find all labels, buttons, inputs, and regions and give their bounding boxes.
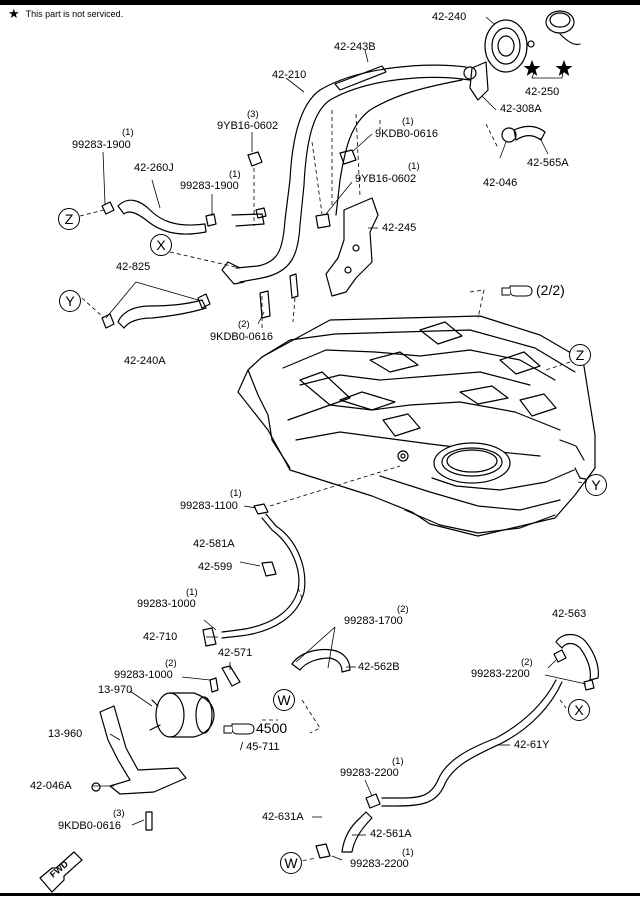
label-9kdb0-0616-b: 9KDB0-0616 [210, 331, 273, 343]
label-99283-1000-a: 99283-1000 [137, 598, 196, 610]
hose-571 [221, 665, 241, 687]
label-42-250: 42-250 [525, 86, 560, 98]
qty-9yb16-3: (3) [247, 109, 259, 120]
label-99283-1900-a: 99283-1900 [72, 139, 131, 151]
label-42-210: 42-210 [272, 69, 307, 81]
vapor-line-581a [221, 517, 300, 633]
label-42-61y: 42-61Y [514, 739, 550, 751]
callout-z-left: Z [58, 208, 80, 230]
qty-99283-1000-a: (1) [186, 587, 198, 598]
label-99283-1700: 99283-1700 [344, 615, 403, 627]
filler-cap [484, 10, 581, 73]
label-45-711: / 45-711 [240, 741, 280, 753]
pointing-hand-icon [223, 285, 533, 735]
callout-y-right: Y [585, 474, 607, 496]
label-42-571: 42-571 [218, 647, 253, 659]
callout-x-top: X [150, 234, 172, 256]
label-99283-2200-b: 99283-2200 [340, 767, 399, 779]
label-42-243b: 42-243B [334, 41, 376, 53]
star-icon: ★ [8, 6, 20, 21]
label-42-561a: 42-561A [370, 828, 412, 840]
label-99283-1100: 99283-1100 [180, 500, 238, 512]
label-42-581a: 42-581A [193, 538, 235, 550]
qty-99283-2200-c: (1) [402, 847, 414, 858]
label-13-970: 13-970 [98, 684, 133, 696]
qty-9kdb0-3: (3) [113, 808, 125, 819]
qty-99283-2200-a: (2) [521, 657, 533, 668]
label-9kdb0-0616-c: 9KDB0-0616 [58, 820, 121, 832]
qty-99283-1900-a: (1) [122, 127, 134, 138]
bracket-308a [469, 61, 489, 101]
hose-562b [291, 648, 351, 673]
label-42-245: 42-245 [382, 222, 417, 234]
label-42-260j: 42-260J [134, 162, 174, 174]
label-42-599: 42-599 [198, 561, 233, 573]
fasteners [247, 149, 357, 319]
label-4500: 4500 [256, 720, 288, 736]
star-icon [523, 60, 573, 76]
qty-9yb16-1: (1) [408, 161, 420, 172]
hose-strip [334, 65, 387, 91]
label-42-710: 42-710 [143, 631, 178, 643]
canister [149, 692, 215, 738]
qty-99283-1100: (1) [230, 488, 242, 499]
callout-w-bottom: W [280, 852, 302, 874]
callout-w-middle: W [273, 689, 295, 711]
label-9yb16-0602-a: 9YB16-0602 [217, 120, 279, 132]
callout-y-left: Y [59, 290, 81, 312]
label-99283-2200-a: 99283-2200 [471, 668, 530, 680]
label-page-2-of-2: (2/2) [536, 282, 565, 298]
label-13-960: 13-960 [48, 728, 83, 740]
bottom-rule [0, 893, 640, 896]
legend-note: ★ This part is not serviced. [8, 6, 124, 21]
qty-9kdb0-2: (2) [238, 319, 250, 330]
label-42-631a: 42-631A [262, 811, 304, 823]
legend-note-text: This part is not serviced. [25, 9, 124, 19]
label-42-240a: 42-240A [124, 355, 166, 367]
label-42-308a: 42-308A [500, 103, 542, 115]
label-9yb16-0602-b: 9YB16-0602 [355, 173, 417, 185]
qty-9kdb0-1: (1) [402, 116, 414, 127]
breather-hose [501, 125, 546, 143]
label-42-562b: 42-562B [358, 661, 400, 673]
qty-99283-1700: (2) [397, 604, 409, 615]
hose-clamps [101, 201, 267, 329]
label-42-563: 42-563 [552, 608, 587, 620]
valve-710 [202, 627, 217, 647]
hose-563 [555, 633, 599, 681]
hose-260j [117, 199, 207, 235]
pipe-61y [381, 679, 557, 799]
hose-561a [341, 811, 373, 853]
fwd-arrow-icon [39, 851, 83, 893]
qty-99283-2200-b: (1) [392, 756, 404, 767]
callout-x-bottom: X [568, 699, 590, 721]
clip-599 [261, 561, 277, 577]
qty-99283-1000-b: (2) [165, 658, 177, 669]
label-99283-1000-b: 99283-1000 [114, 669, 173, 681]
label-9kdb0-0616-a: 9KDB0-0616 [375, 128, 438, 140]
fuel-tank [237, 315, 596, 537]
hose-240a [117, 299, 207, 329]
bracket-960 [99, 705, 187, 795]
label-99283-1900-b: 99283-1900 [180, 180, 239, 192]
label-42-046: 42-046 [483, 177, 518, 189]
bracket-245 [325, 197, 379, 297]
label-42-046a: 42-046A [30, 780, 72, 792]
label-42-565a: 42-565A [527, 157, 569, 169]
qty-99283-1900-b: (1) [229, 169, 241, 180]
callout-z-right: Z [569, 344, 591, 366]
filler-pipe [221, 64, 477, 285]
label-42-825: 42-825 [116, 261, 151, 273]
label-99283-2200-c: 99283-2200 [350, 858, 409, 870]
top-rule [0, 0, 640, 5]
label-42-240: 42-240 [432, 11, 467, 23]
